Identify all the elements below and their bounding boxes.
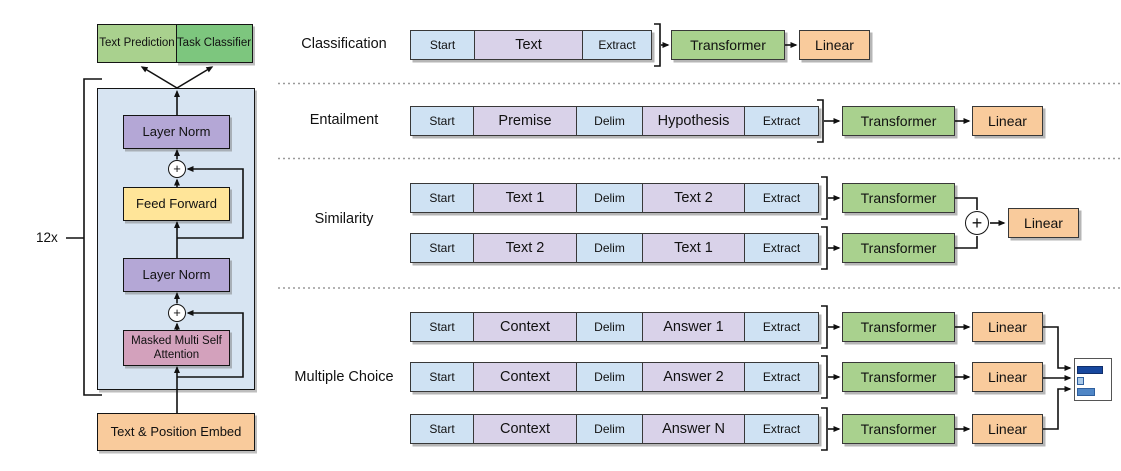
- transformer-box: Transformer: [842, 312, 955, 342]
- token-cell: Delim: [577, 107, 643, 135]
- token-cell: Extract: [745, 184, 818, 212]
- probability-bar: [1077, 366, 1103, 374]
- task-classifier-label: Task Classifier: [176, 37, 252, 50]
- layer-norm-top-label: Layer Norm: [142, 124, 211, 140]
- token-cell: Extract: [583, 31, 651, 59]
- embedding-label: Text & Position Embed: [110, 424, 242, 440]
- residual-add-icon: +: [168, 160, 186, 178]
- transformer-box: Transformer: [842, 414, 955, 444]
- linear-box: Linear: [972, 414, 1043, 444]
- transformer-box: Transformer: [842, 233, 955, 263]
- input-strip: Start Context Delim Answer 1 Extract: [410, 312, 819, 342]
- transformer-label: Transformer: [860, 369, 937, 385]
- text-prediction-label: Text Prediction: [99, 37, 175, 50]
- input-strip: Start Text 2 Delim Text 1 Extract: [410, 233, 819, 263]
- token-cell: Extract: [745, 313, 818, 341]
- token-cell: Answer 2: [643, 363, 745, 391]
- linear-label: Linear: [988, 421, 1027, 437]
- output-heads: Text Prediction Task Classifier: [97, 24, 253, 63]
- feed-forward-label: Feed Forward: [136, 196, 217, 212]
- linear-box: Linear: [972, 106, 1043, 136]
- transformer-box: Transformer: [842, 362, 955, 392]
- probability-bar: [1077, 377, 1084, 385]
- token-cell: Text: [475, 31, 583, 59]
- token-cell: Premise: [474, 107, 577, 135]
- masked-attention-box: Masked Multi Self Attention: [123, 330, 230, 366]
- input-strip: Start Premise Delim Hypothesis Extract: [410, 106, 819, 136]
- linear-label: Linear: [988, 369, 1027, 385]
- transformer-box: Transformer: [671, 30, 785, 60]
- token-cell: Extract: [745, 234, 818, 262]
- repeat-count-label: 12x: [36, 230, 58, 245]
- linear-label: Linear: [1024, 215, 1063, 231]
- transformer-box: Transformer: [842, 106, 955, 136]
- plus-icon: +: [173, 305, 181, 320]
- transformer-label: Transformer: [690, 37, 766, 53]
- token-cell: Start: [411, 363, 474, 391]
- linear-box: Linear: [972, 312, 1043, 342]
- sum-icon: +: [965, 211, 989, 235]
- layer-norm-bottom-box: Layer Norm: [123, 258, 230, 292]
- layer-norm-bottom-label: Layer Norm: [142, 267, 211, 283]
- token-cell: Answer 1: [643, 313, 745, 341]
- token-cell: Delim: [577, 313, 643, 341]
- token-cell: Delim: [577, 415, 643, 443]
- token-cell: Delim: [577, 184, 643, 212]
- linear-box: Linear: [1008, 208, 1079, 238]
- token-cell: Start: [411, 184, 474, 212]
- linear-box: Linear: [799, 30, 870, 60]
- task-label-similarity: Similarity: [314, 211, 374, 227]
- token-cell: Text 2: [474, 234, 577, 262]
- transformer-box: Transformer: [842, 183, 955, 213]
- linear-label: Linear: [815, 37, 854, 53]
- task-classifier-box: Task Classifier: [175, 24, 253, 63]
- token-cell: Start: [411, 313, 474, 341]
- token-cell: Answer N: [643, 415, 745, 443]
- token-cell: Extract: [745, 107, 818, 135]
- probability-bar: [1077, 388, 1095, 396]
- input-strip: Start Text 1 Delim Text 2 Extract: [410, 183, 819, 213]
- token-cell: Context: [474, 313, 577, 341]
- token-cell: Hypothesis: [643, 107, 745, 135]
- token-cell: Start: [411, 415, 474, 443]
- token-cell: Delim: [577, 234, 643, 262]
- plus-icon: +: [173, 161, 181, 176]
- token-cell: Start: [411, 31, 475, 59]
- task-label-multiple-choice: Multiple Choice: [294, 369, 394, 385]
- feed-forward-box: Feed Forward: [123, 187, 230, 221]
- transformer-label: Transformer: [860, 113, 937, 129]
- task-label-classification: Classification: [301, 36, 387, 52]
- token-cell: Context: [474, 363, 577, 391]
- token-cell: Extract: [745, 363, 818, 391]
- input-strip: Start Context Delim Answer 2 Extract: [410, 362, 819, 392]
- embedding-box: Text & Position Embed: [97, 413, 255, 451]
- layer-norm-top-box: Layer Norm: [123, 115, 230, 149]
- linear-box: Linear: [972, 362, 1043, 392]
- token-cell: Start: [411, 234, 474, 262]
- transformer-label: Transformer: [860, 319, 937, 335]
- linear-label: Linear: [988, 319, 1027, 335]
- token-cell: Text 1: [474, 184, 577, 212]
- transformer-label: Transformer: [860, 421, 937, 437]
- token-cell: Context: [474, 415, 577, 443]
- input-strip: Start Text Extract: [410, 30, 652, 60]
- transformer-label: Transformer: [860, 240, 937, 256]
- residual-add-icon: +: [168, 304, 186, 322]
- task-label-entailment: Entailment: [309, 112, 379, 128]
- linear-label: Linear: [988, 113, 1027, 129]
- transformer-label: Transformer: [860, 190, 937, 206]
- plus-icon: +: [971, 212, 983, 233]
- input-strip: Start Context Delim Answer N Extract: [410, 414, 819, 444]
- token-cell: Text 1: [643, 234, 745, 262]
- token-cell: Start: [411, 107, 474, 135]
- token-cell: Delim: [577, 363, 643, 391]
- probability-chart: [1074, 358, 1112, 401]
- token-cell: Extract: [745, 415, 818, 443]
- token-cell: Text 2: [643, 184, 745, 212]
- masked-attention-label: Masked Multi Self Attention: [131, 334, 222, 361]
- text-prediction-box: Text Prediction: [97, 24, 177, 63]
